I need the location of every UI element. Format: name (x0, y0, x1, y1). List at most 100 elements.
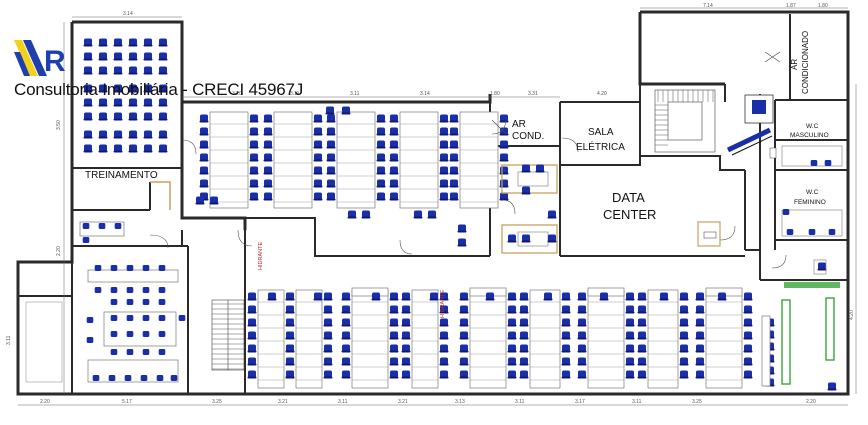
chair-icon (389, 292, 399, 301)
chair-icon (679, 344, 689, 353)
chair-icon (439, 140, 449, 149)
chair-icon (142, 287, 150, 293)
chair-icon (313, 166, 323, 175)
chair-icon (679, 305, 689, 314)
logo-letter: R (44, 45, 66, 78)
chair-icon (743, 292, 753, 301)
chair-icon (263, 179, 273, 188)
dim-top-1: 3.14 (123, 11, 133, 17)
chair-icon (113, 38, 123, 47)
chair-icon (341, 344, 351, 353)
chair-icon (326, 127, 336, 136)
chair-icon (156, 375, 164, 381)
chair-icon (637, 331, 647, 340)
chair-icon (199, 140, 209, 149)
chair-icon (110, 287, 118, 293)
desk (469, 289, 507, 389)
label-hidrante-1: HIDRANTE (258, 242, 264, 270)
chair-icon (561, 357, 571, 366)
chair-icon (389, 370, 399, 379)
dim-bottom-11: 3.25 (692, 399, 702, 405)
chair-icon (625, 331, 635, 340)
chair-icon (637, 357, 647, 366)
chair-icon (199, 153, 209, 162)
dim-bottom-8: 3.11 (515, 399, 525, 405)
room-label-wc-masc-1: W.C (806, 123, 819, 130)
chair-icon (679, 357, 689, 366)
room-label-sala-eletrica-1: SALA (588, 127, 614, 138)
chair-icon (126, 299, 134, 305)
chair-icon (561, 331, 571, 340)
chair-icon (449, 140, 459, 149)
dim-bottom-4: 3.21 (278, 399, 288, 405)
chair-icon (543, 292, 553, 301)
chair-icon (263, 192, 273, 201)
chair-icon (679, 331, 689, 340)
chair-icon (695, 344, 705, 353)
chair-icon (158, 299, 166, 305)
chair-icon (625, 305, 635, 314)
chair-icon (376, 114, 386, 123)
desk (459, 111, 499, 209)
chair-icon (128, 38, 138, 47)
chair-icon (457, 224, 467, 233)
dim-bottom-2: 5.17 (122, 399, 132, 405)
chair-icon (326, 166, 336, 175)
chair-icon (341, 331, 351, 340)
staircase-right (654, 89, 716, 153)
chair-icon (94, 287, 102, 293)
chair-icon (439, 331, 449, 340)
chair-icon (209, 196, 219, 205)
chair-icon (459, 318, 469, 327)
chair-icon (178, 315, 186, 321)
lounge-area (79, 221, 125, 243)
chair-icon (313, 292, 323, 301)
chair-icon (659, 292, 669, 301)
chair-icon (126, 315, 134, 321)
room-label-ar-condicionado-1: AR (790, 59, 799, 70)
chair-icon (679, 318, 689, 327)
chair-icon (695, 292, 705, 301)
chair-icon (499, 114, 509, 123)
chair-icon (439, 357, 449, 366)
chair-icon (507, 331, 517, 340)
dimension-labels-top: 3.14 3.20 3.11 3.11 3.14 1.80 3.31 4.20 … (123, 3, 828, 97)
dim-top-3: 3.11 (290, 91, 300, 97)
dim-top-10: 1.87 (786, 3, 796, 9)
chair-icon (439, 127, 449, 136)
chair-icon (285, 292, 295, 301)
chair-icon (323, 370, 333, 379)
chair-icon (519, 344, 529, 353)
chair-icon (263, 166, 273, 175)
chair-icon (83, 130, 93, 139)
lower-office-seating (247, 287, 775, 389)
chair-icon (389, 318, 399, 327)
doors (181, 139, 413, 255)
chair-icon (247, 331, 257, 340)
chair-icon (459, 331, 469, 340)
chair-icon (247, 318, 257, 327)
chair-icon (389, 192, 399, 201)
chair-icon (113, 130, 123, 139)
chair-icon (427, 210, 437, 219)
dim-top-7: 3.31 (528, 91, 538, 97)
meeting-rooms-small (501, 164, 558, 254)
chair-icon (637, 292, 647, 301)
chair-icon (347, 210, 357, 219)
chair-icon (158, 144, 168, 153)
chair-icon (249, 192, 259, 201)
chair-icon (267, 292, 277, 301)
chair-icon (249, 140, 259, 149)
chair-icon (110, 349, 118, 355)
chair-icon (577, 318, 587, 327)
chair-icon (126, 331, 134, 337)
chair-icon (247, 292, 257, 301)
chair-icon (341, 370, 351, 379)
chair-icon (199, 114, 209, 123)
door-swing (149, 234, 169, 249)
chair-icon (389, 331, 399, 340)
chair-icon (679, 370, 689, 379)
room-label-wc-masc-2: MASCULINO (790, 132, 829, 139)
chair-icon (140, 375, 148, 381)
dimension-lines (18, 7, 857, 406)
